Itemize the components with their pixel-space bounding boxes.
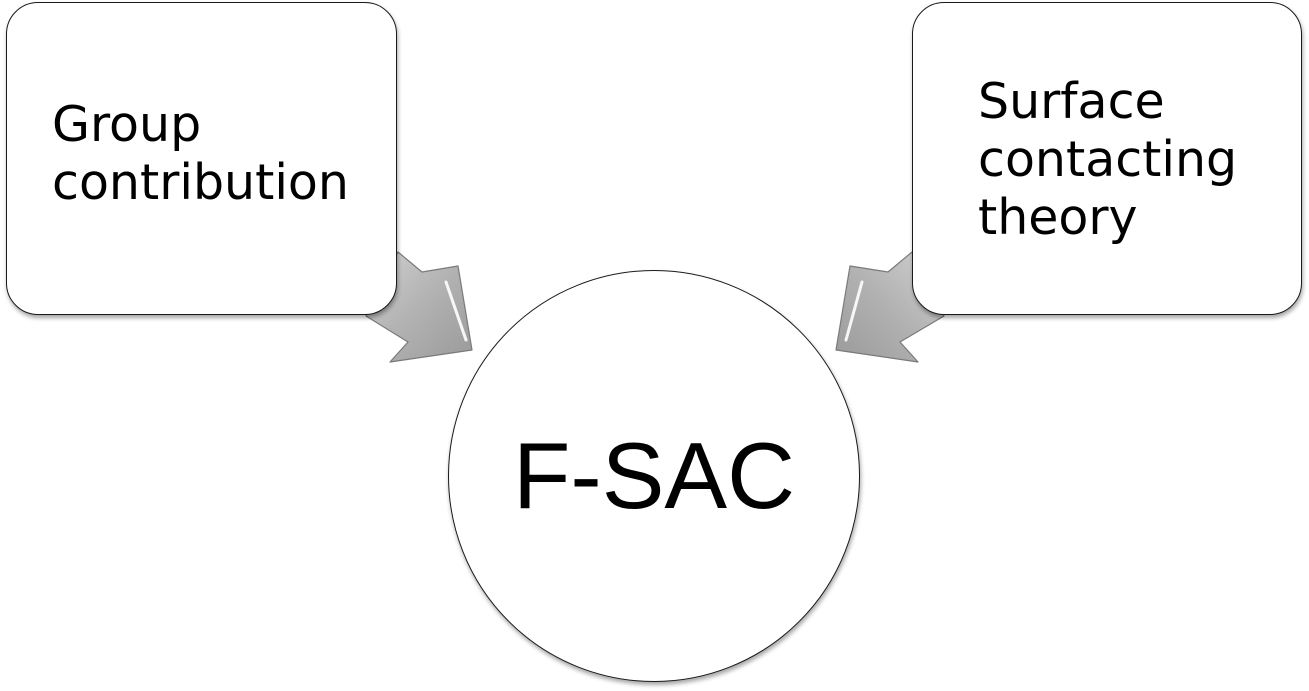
f-sac-circle: F-SAC <box>448 270 860 682</box>
group-contribution-box: Group contribution <box>6 2 397 315</box>
f-sac-label: F-SAC <box>513 423 795 528</box>
surface-contacting-theory-box: Surface contacting theory <box>912 2 1302 315</box>
surface-contacting-theory-label: Surface contacting theory <box>978 73 1238 246</box>
group-contribution-label: Group contribution <box>52 96 349 211</box>
